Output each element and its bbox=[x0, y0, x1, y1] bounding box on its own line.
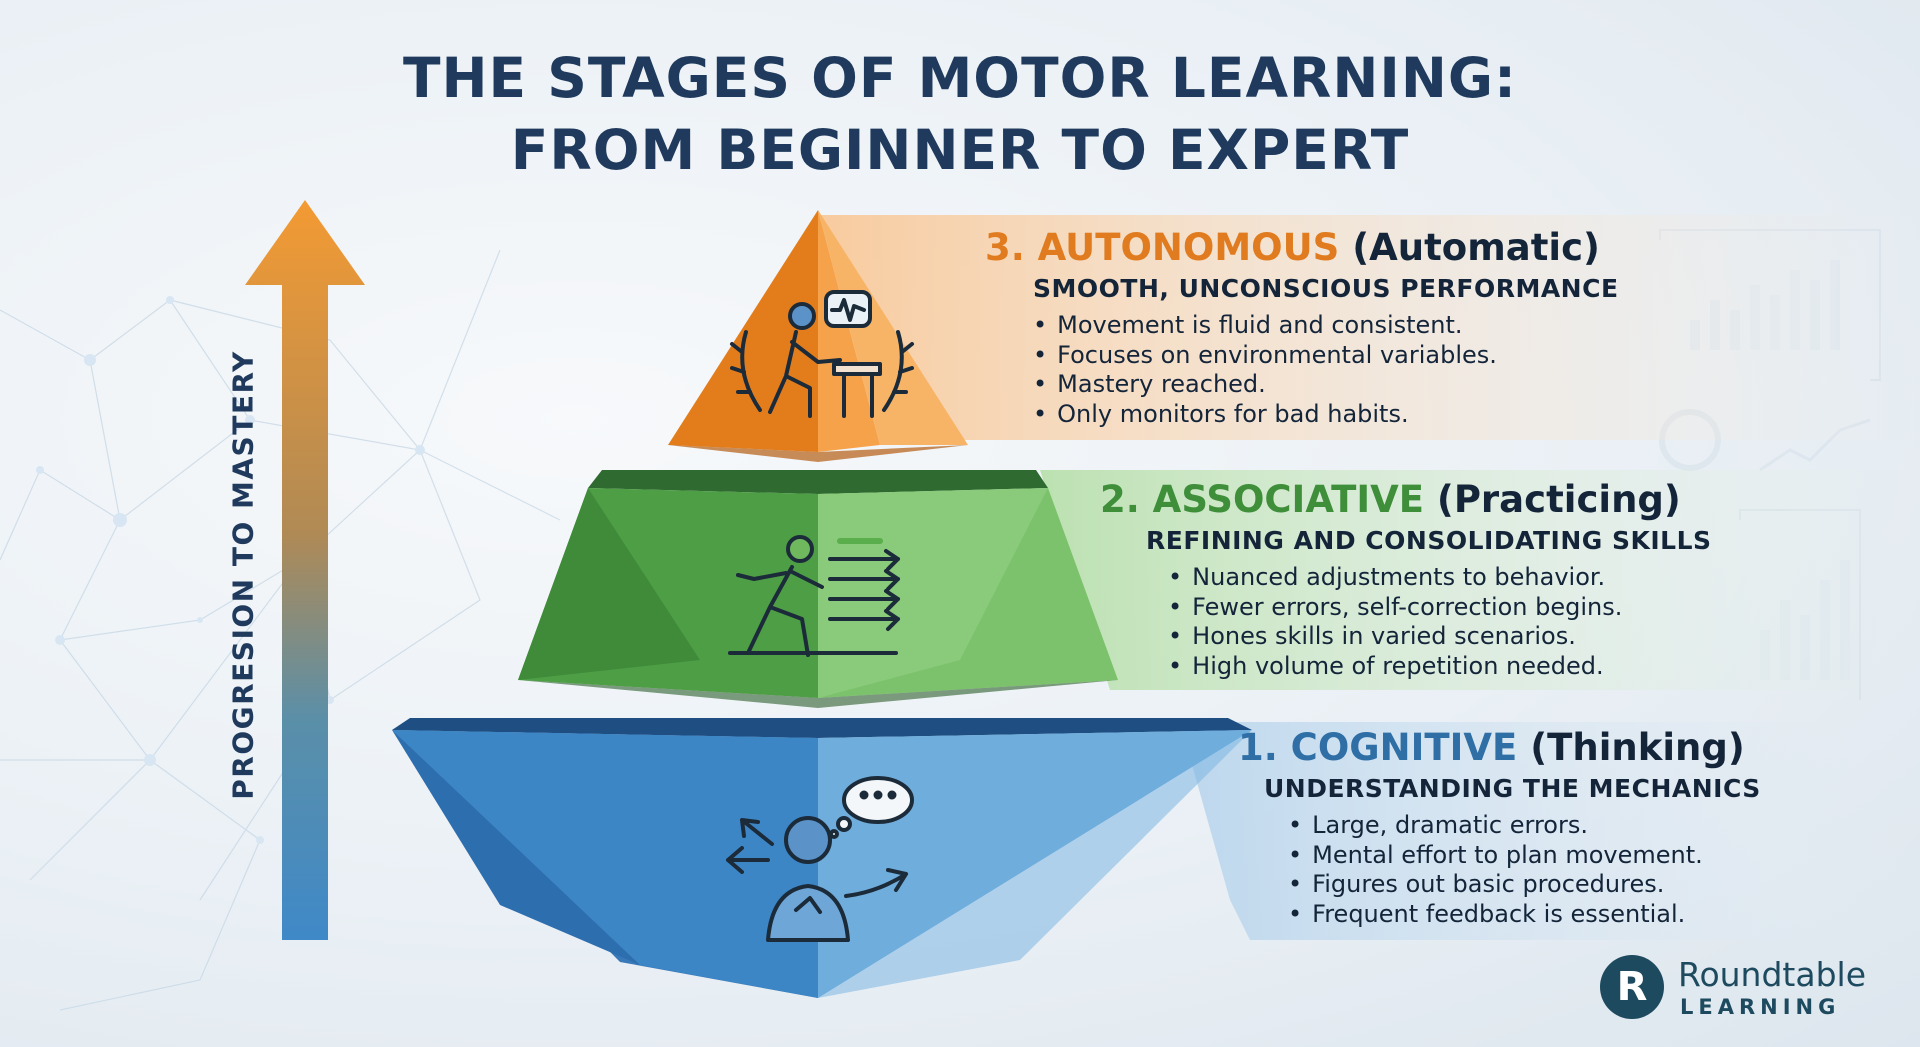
logo-subtitle: LEARNING bbox=[1680, 995, 1841, 1019]
expert-at-desk-icon bbox=[730, 290, 914, 418]
thinking-person-icon bbox=[726, 776, 914, 942]
stage-cognitive-paren: (Thinking) bbox=[1530, 726, 1745, 769]
logo-mark: R bbox=[1600, 955, 1664, 1019]
progression-arrow bbox=[245, 200, 365, 940]
list-item: Only monitors for bad habits. bbox=[1033, 400, 1619, 430]
practicing-person-icon bbox=[728, 535, 900, 657]
stage-associative-bullets: Nuanced adjustments to behavior. Fewer e… bbox=[1168, 563, 1712, 681]
list-item: Nuanced adjustments to behavior. bbox=[1168, 563, 1712, 593]
roundtable-logo: R Roundtable LEARNING bbox=[1600, 955, 1890, 1025]
stage-cognitive-name: 1. COGNITIVE bbox=[1238, 726, 1518, 769]
list-item: Mastery reached. bbox=[1033, 370, 1619, 400]
stage-cognitive: 1. COGNITIVE (Thinking) UNDERSTANDING TH… bbox=[1238, 725, 1761, 929]
stage-cognitive-subtitle: UNDERSTANDING THE MECHANICS bbox=[1264, 774, 1761, 803]
stage-associative: 2. ASSOCIATIVE (Practicing) REFINING AND… bbox=[1100, 477, 1712, 681]
stage-associative-name: 2. ASSOCIATIVE bbox=[1100, 478, 1425, 521]
list-item: Movement is fluid and consistent. bbox=[1033, 311, 1619, 341]
stage-autonomous-bullets: Movement is fluid and consistent. Focuse… bbox=[1033, 311, 1619, 429]
title-line-1: THE STAGES OF MOTOR LEARNING: bbox=[402, 46, 1518, 110]
stage-autonomous-heading: 3. AUTONOMOUS (Automatic) bbox=[985, 225, 1619, 271]
list-item: Hones skills in varied scenarios. bbox=[1168, 622, 1712, 652]
list-item: Frequent feedback is essential. bbox=[1288, 900, 1761, 930]
list-item: Focuses on environmental variables. bbox=[1033, 341, 1619, 371]
stage-associative-heading: 2. ASSOCIATIVE (Practicing) bbox=[1100, 477, 1712, 523]
list-item: High volume of repetition needed. bbox=[1168, 652, 1712, 682]
stage-autonomous-paren: (Automatic) bbox=[1352, 226, 1600, 269]
list-item: Mental effort to plan movement. bbox=[1288, 841, 1761, 871]
stage-autonomous: 3. AUTONOMOUS (Automatic) SMOOTH, UNCONS… bbox=[985, 225, 1619, 429]
title-line-2: FROM BEGINNER TO EXPERT bbox=[510, 118, 1410, 182]
cognitive-tier bbox=[392, 718, 1252, 998]
page-title: THE STAGES OF MOTOR LEARNING: FROM BEGIN… bbox=[0, 42, 1920, 186]
stage-autonomous-name: 3. AUTONOMOUS bbox=[985, 226, 1340, 269]
list-item: Fewer errors, self-correction begins. bbox=[1168, 593, 1712, 623]
stage-cognitive-heading: 1. COGNITIVE (Thinking) bbox=[1238, 725, 1761, 771]
stage-associative-paren: (Practicing) bbox=[1436, 478, 1681, 521]
associative-tier bbox=[518, 470, 1118, 708]
stage-cognitive-bullets: Large, dramatic errors. Mental effort to… bbox=[1288, 811, 1761, 929]
stage-autonomous-subtitle: SMOOTH, UNCONSCIOUS PERFORMANCE bbox=[1033, 274, 1619, 303]
stage-associative-subtitle: REFINING AND CONSOLIDATING SKILLS bbox=[1146, 526, 1712, 555]
logo-name: Roundtable bbox=[1678, 955, 1866, 994]
list-item: Large, dramatic errors. bbox=[1288, 811, 1761, 841]
list-item: Figures out basic procedures. bbox=[1288, 870, 1761, 900]
